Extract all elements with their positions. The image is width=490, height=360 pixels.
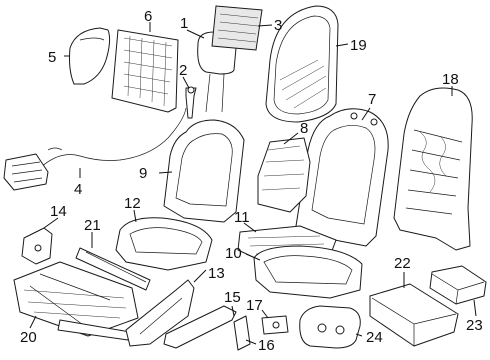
part-17-clip xyxy=(261,315,289,335)
leader-lines xyxy=(29,22,477,345)
part-20-seat-track xyxy=(13,261,139,341)
callout-3: 3 xyxy=(274,17,282,34)
part-4-wire-harness xyxy=(3,107,187,191)
part-19-backrest-rear xyxy=(265,5,339,123)
part-10-seat-cushion xyxy=(253,245,363,299)
callout-14: 14 xyxy=(50,203,67,220)
part-18-backrest-frame xyxy=(393,87,473,251)
callout-9: 9 xyxy=(139,165,147,182)
callout-8: 8 xyxy=(300,120,308,137)
part-15-trim-panel xyxy=(163,305,237,349)
callout-17: 17 xyxy=(246,297,263,314)
part-8-lumbar-panel xyxy=(257,137,311,213)
callout-11: 11 xyxy=(234,209,250,226)
callout-4: 4 xyxy=(74,181,82,198)
part-22-control-module xyxy=(369,283,459,347)
part-21-rail xyxy=(75,247,151,291)
callout-7: 7 xyxy=(368,91,376,108)
part-6-rear-panel xyxy=(111,29,179,113)
part-9-backrest-cover xyxy=(163,119,245,223)
callout-19: 19 xyxy=(350,37,367,54)
callout-13: 13 xyxy=(208,265,225,282)
part-23-sensor-module xyxy=(429,265,487,305)
part-5-side-cover xyxy=(69,27,111,85)
callout-16: 16 xyxy=(258,337,275,354)
callout-24: 24 xyxy=(366,329,383,346)
callout-labels: 1 2 3 4 5 6 7 8 9 10 11 12 13 14 15 16 1… xyxy=(20,8,483,354)
callout-21: 21 xyxy=(84,217,101,234)
callout-6: 6 xyxy=(144,8,152,25)
callout-22: 22 xyxy=(394,255,411,272)
part-3-pad xyxy=(211,5,263,51)
callout-1: 1 xyxy=(180,15,188,32)
part-14-bracket xyxy=(21,227,53,265)
part-24-switch xyxy=(299,305,361,349)
callout-15: 15 xyxy=(224,289,241,306)
part-7-backrest-cushion xyxy=(295,108,389,247)
part-13-side-shield xyxy=(125,279,195,347)
part-12-seat-cover xyxy=(115,217,213,271)
callout-20: 20 xyxy=(20,329,37,346)
callout-12: 12 xyxy=(124,195,141,212)
callout-5: 5 xyxy=(48,49,56,66)
callout-2: 2 xyxy=(179,62,187,79)
part-2-headrest-guide xyxy=(185,86,197,119)
callout-10: 10 xyxy=(225,245,242,262)
callout-18: 18 xyxy=(442,71,459,88)
part-16-bracket xyxy=(233,315,251,351)
callout-23: 23 xyxy=(466,317,483,334)
